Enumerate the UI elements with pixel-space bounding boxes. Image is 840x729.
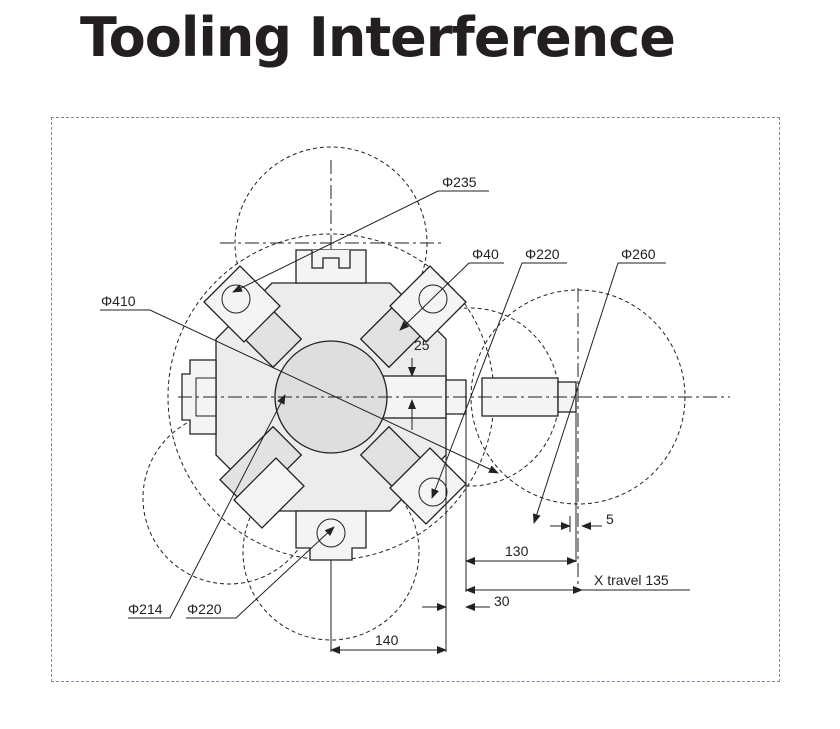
label-phi410: Φ410 [101, 293, 136, 309]
leader-phi235 [232, 190, 489, 293]
dim-25 [404, 358, 430, 430]
label-phi214: Φ214 [128, 601, 163, 617]
label-phi220-bottom: Φ220 [187, 601, 222, 617]
label-phi220-top: Φ220 [525, 246, 560, 262]
leader-phi410 [100, 309, 499, 474]
label-140: 140 [375, 632, 399, 648]
holder-bottom-left [233, 457, 305, 529]
label-30: 30 [494, 593, 510, 609]
leader-phi260 [532, 262, 666, 524]
label-phi235: Φ235 [442, 174, 477, 190]
holder-top [295, 249, 367, 284]
leader-phi220-bottom [186, 526, 335, 619]
label-x-travel: X travel 135 [594, 572, 669, 588]
label-phi260: Φ260 [621, 246, 656, 262]
dim-5 [550, 516, 602, 532]
page-title: Tooling Interference [80, 6, 676, 69]
label-phi40: Φ40 [472, 246, 499, 262]
leader-phi220-top [431, 262, 567, 499]
label-130: 130 [505, 543, 529, 559]
leader-phi214 [128, 394, 286, 619]
label-5: 5 [606, 511, 614, 527]
leader-phi40 [399, 262, 504, 331]
label-25: 25 [414, 337, 430, 353]
diagram-frame [51, 117, 780, 682]
